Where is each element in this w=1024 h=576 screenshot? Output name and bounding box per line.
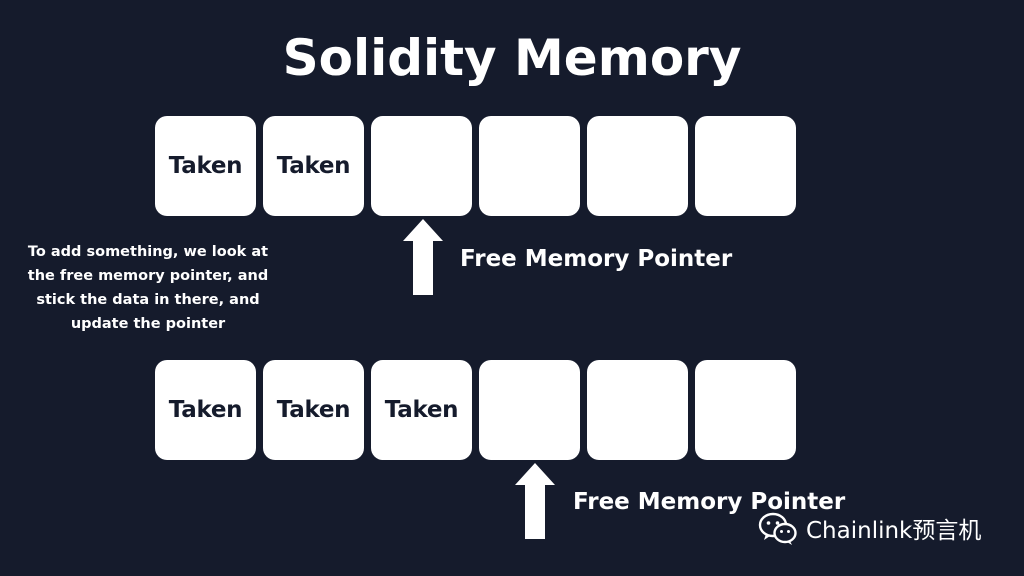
memory-slot: [587, 116, 688, 216]
arrow-up-icon: [515, 463, 555, 539]
memory-slot: Taken: [263, 116, 364, 216]
memory-slot: Taken: [155, 116, 256, 216]
watermark: Chainlink预言机: [758, 512, 981, 550]
memory-row-after: Taken Taken Taken: [155, 360, 796, 460]
memory-slot: [587, 360, 688, 460]
memory-slot: Taken: [263, 360, 364, 460]
watermark-text: Chainlink预言机: [806, 518, 982, 544]
page-title: Solidity Memory: [282, 29, 742, 87]
memory-row-before: Taken Taken: [155, 116, 796, 216]
explanation-line: update the pointer: [70, 316, 226, 332]
memory-slot: [479, 116, 580, 216]
free-memory-pointer-label: Free Memory Pointer: [573, 489, 846, 515]
wechat-icon: [758, 512, 798, 550]
memory-slot: [695, 116, 796, 216]
explanation-line: the free memory pointer, and: [27, 268, 269, 284]
explanation-line: To add something, we look at: [27, 244, 269, 260]
memory-slot: [371, 116, 472, 216]
memory-slot: Taken: [371, 360, 472, 460]
free-memory-pointer-label: Free Memory Pointer: [460, 246, 733, 272]
memory-slot: [695, 360, 796, 460]
explanation-line: stick the data in there, and: [36, 292, 260, 308]
explanation-text: To add something, we look at the free me…: [8, 240, 288, 336]
memory-slot: Taken: [155, 360, 256, 460]
memory-slot: [479, 360, 580, 460]
arrow-up-icon: [403, 219, 443, 295]
